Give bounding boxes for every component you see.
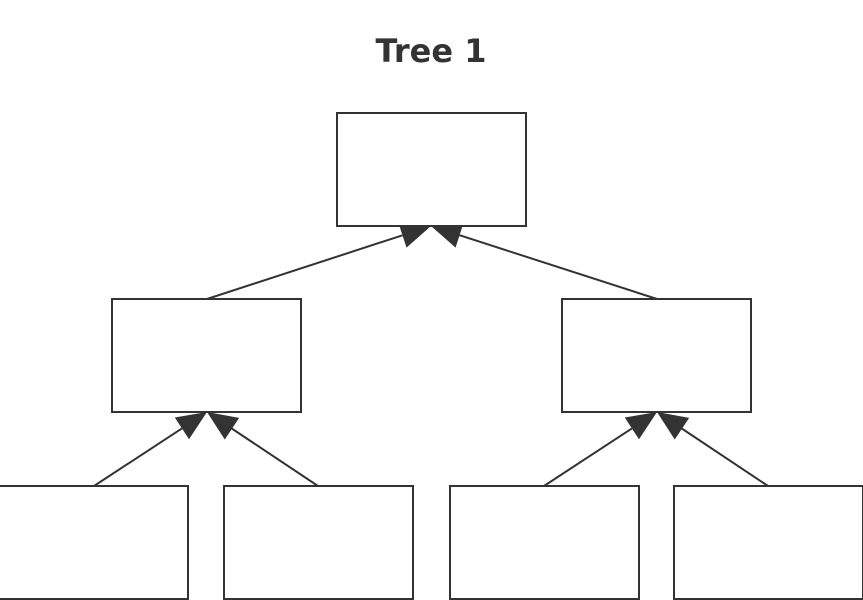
edge-line	[231, 427, 319, 487]
edge-arrowhead-icon	[207, 412, 240, 440]
edge-arrowhead-icon	[431, 222, 464, 248]
edge-line	[543, 427, 633, 487]
tree-edge	[207, 412, 319, 487]
edge-line	[681, 427, 769, 487]
edges-layer	[93, 222, 769, 487]
edge-arrowhead-icon	[174, 412, 207, 440]
tree-node-leaf-1[interactable]	[0, 485, 189, 600]
tree-node-leaf-4[interactable]	[673, 485, 863, 600]
edge-arrowhead-icon	[657, 412, 690, 440]
tree-node-mid-left[interactable]	[111, 298, 302, 413]
tree-edge	[657, 412, 769, 487]
tree-node-leaf-3[interactable]	[449, 485, 640, 600]
edge-line	[459, 234, 658, 300]
tree-edge	[93, 412, 207, 487]
diagram-title: Tree 1	[376, 32, 487, 70]
node-box[interactable]	[449, 485, 640, 600]
edge-arrowhead-icon	[398, 222, 431, 248]
tree-node-root[interactable]	[336, 112, 527, 227]
edge-arrowhead-icon	[624, 412, 657, 440]
node-box[interactable]	[111, 298, 302, 413]
tree-edge	[431, 222, 658, 300]
edge-line	[93, 427, 183, 487]
tree-node-mid-right[interactable]	[561, 298, 752, 413]
node-box[interactable]	[0, 485, 189, 600]
edge-line	[206, 234, 403, 300]
node-box[interactable]	[336, 112, 527, 227]
nodes-layer	[0, 112, 863, 600]
node-box[interactable]	[673, 485, 863, 600]
node-box[interactable]	[561, 298, 752, 413]
node-box[interactable]	[223, 485, 414, 600]
tree-edge	[543, 412, 657, 487]
tree-node-leaf-2[interactable]	[223, 485, 414, 600]
tree-edge	[206, 222, 431, 300]
